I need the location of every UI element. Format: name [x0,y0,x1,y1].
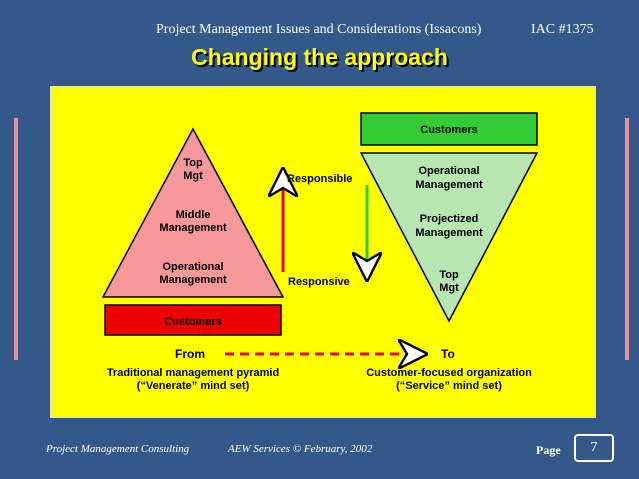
pyramid-top-line1: Top [183,157,203,169]
slide-title: Changing the approach [191,44,448,70]
inverted-projectized-line1: Projectized [420,213,479,225]
inverted-operational-line2: Management [415,179,483,191]
customers-base-box [104,304,282,336]
pyramid-operational-line2: Management [159,274,227,286]
customers-top-box [360,112,538,146]
inverted-projectized-line2: Management [415,227,483,239]
header-title: Project Management Issues and Considerat… [156,22,482,37]
header-code: IAC #1375 [531,22,594,37]
to-caption-line1: Customer-focused organization [366,367,532,379]
pyramid-operational-line1: Operational [162,261,223,273]
left-decor-bar [14,118,18,360]
responsive-label: Responsive [288,276,350,288]
inverted-pyramid [359,152,539,323]
inverted-operational-line1: Operational [418,165,479,177]
diagram-canvas: Top Mgt Middle Management Operational Ma… [101,112,539,392]
footer-left: Project Management Consulting [46,443,190,455]
pyramid-top-line2: Mgt [183,170,203,182]
traditional-pyramid [101,127,285,298]
inverted-tip-line1: Top [439,269,459,281]
from-caption-line1: Traditional management pyramid [107,367,279,379]
customers-top-label: Customers [420,124,477,136]
footer-middle: AEW Services © February, 2002 [228,443,373,455]
pyramid-middle-line1: Middle [176,209,211,221]
to-label: To [441,347,455,361]
customers-base-label: Customers [164,316,221,328]
diagram-panel: Top Mgt Middle Management Operational Ma… [50,86,596,418]
from-label: From [175,347,205,361]
from-caption-line2: (“Venerate” mind set) [137,380,250,392]
to-caption-line2: (“Service” mind set) [396,380,502,392]
pyramid-middle-line2: Management [159,222,227,234]
inverted-tip-line2: Mgt [439,282,459,294]
page-number: 7 [574,434,614,462]
page-label: Page [536,443,561,457]
responsible-label: Responsible [287,173,352,185]
right-decor-bar [625,118,629,360]
